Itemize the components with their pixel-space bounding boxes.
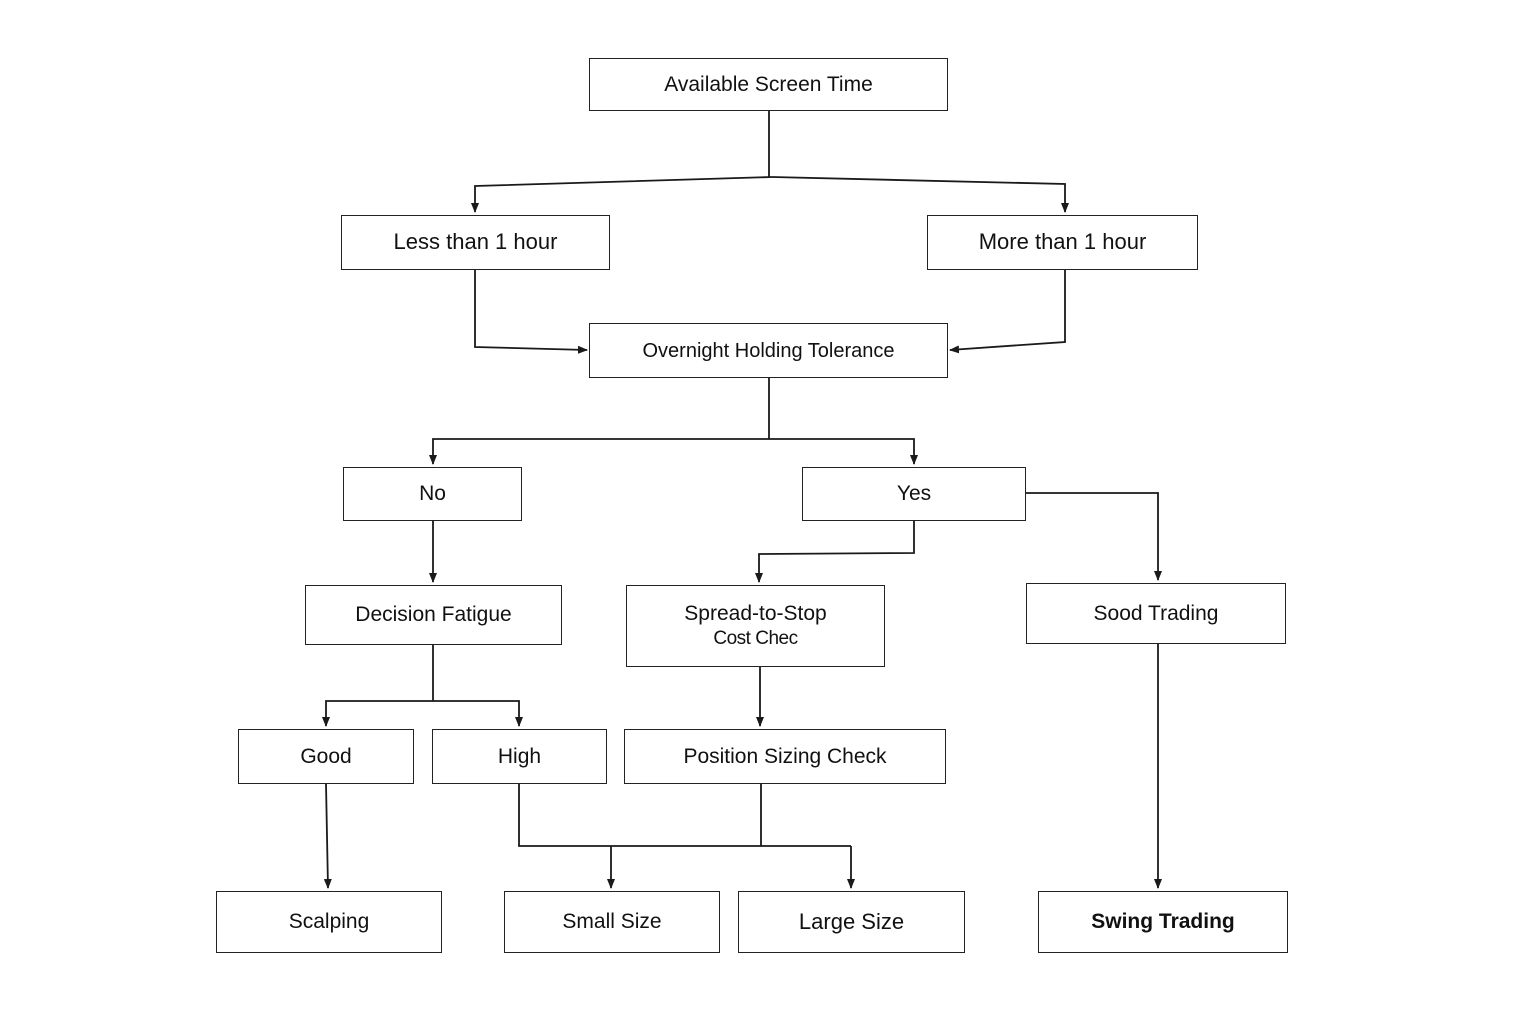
node-label: More than 1 hour (978, 229, 1147, 255)
edge-root-to-more (771, 176, 1069, 213)
node-label: Scalping (288, 910, 370, 934)
edge-more-to-overnight (949, 270, 1066, 354)
node-label-line1: Spread-to-Stop (684, 602, 827, 625)
edge-fatigue-to-good (322, 700, 433, 727)
node-small-size: Small Size (504, 891, 720, 953)
node-high: High (432, 729, 607, 784)
node-label: Position Sizing Check (683, 744, 887, 768)
node-decision-fatigue: Decision Fatigue (305, 585, 562, 645)
node-label: Less than 1 hour (393, 229, 558, 255)
node-label: Yes (896, 482, 932, 506)
node-yes: Yes (802, 467, 1026, 521)
node-label: High (497, 744, 542, 768)
node-more-than-1-hour: More than 1 hour (927, 215, 1198, 270)
node-label: Swing Trading (1091, 910, 1235, 934)
edge-root-to-less (471, 176, 773, 213)
node-overnight-holding-tolerance: Overnight Holding Tolerance (589, 323, 948, 378)
node-scalping: Scalping (216, 891, 442, 953)
node-large-size: Large Size (738, 891, 965, 953)
node-sood-trading: Sood Trading (1026, 583, 1286, 644)
node-label-line2: Cost Chec (713, 628, 798, 650)
edge-yes-to-spread (755, 521, 915, 583)
node-label: Overnight Holding Tolerance (642, 339, 895, 362)
edge-fatigue-to-high (433, 700, 523, 727)
node-label: Large Size (798, 908, 905, 934)
edge-less-to-overnight (474, 270, 588, 354)
node-position-sizing-check: Position Sizing Check (624, 729, 946, 784)
node-good: Good (238, 729, 414, 784)
node-label: Small Size (562, 910, 662, 934)
edge-yes-to-sood (1026, 492, 1162, 581)
edge-overnight-to-no (429, 438, 769, 465)
node-no: No (343, 467, 522, 521)
node-spread-to-stop-cost-check: Spread-to-Stop Cost Chec (626, 585, 885, 667)
node-available-screen-time: Available Screen Time (589, 58, 948, 111)
node-label: No (419, 482, 446, 506)
node-swing-trading: Swing Trading (1038, 891, 1288, 953)
node-label: Decision Fatigue (355, 603, 512, 627)
node-label: Sood Trading (1093, 601, 1219, 625)
edge-good-to-scalping (323, 783, 332, 889)
node-less-than-1-hour: Less than 1 hour (341, 215, 610, 270)
node-label: Available Screen Time (664, 72, 873, 96)
edge-overnight-to-yes (769, 438, 918, 465)
edge-high-down (518, 784, 851, 847)
node-label: Good (300, 744, 352, 768)
